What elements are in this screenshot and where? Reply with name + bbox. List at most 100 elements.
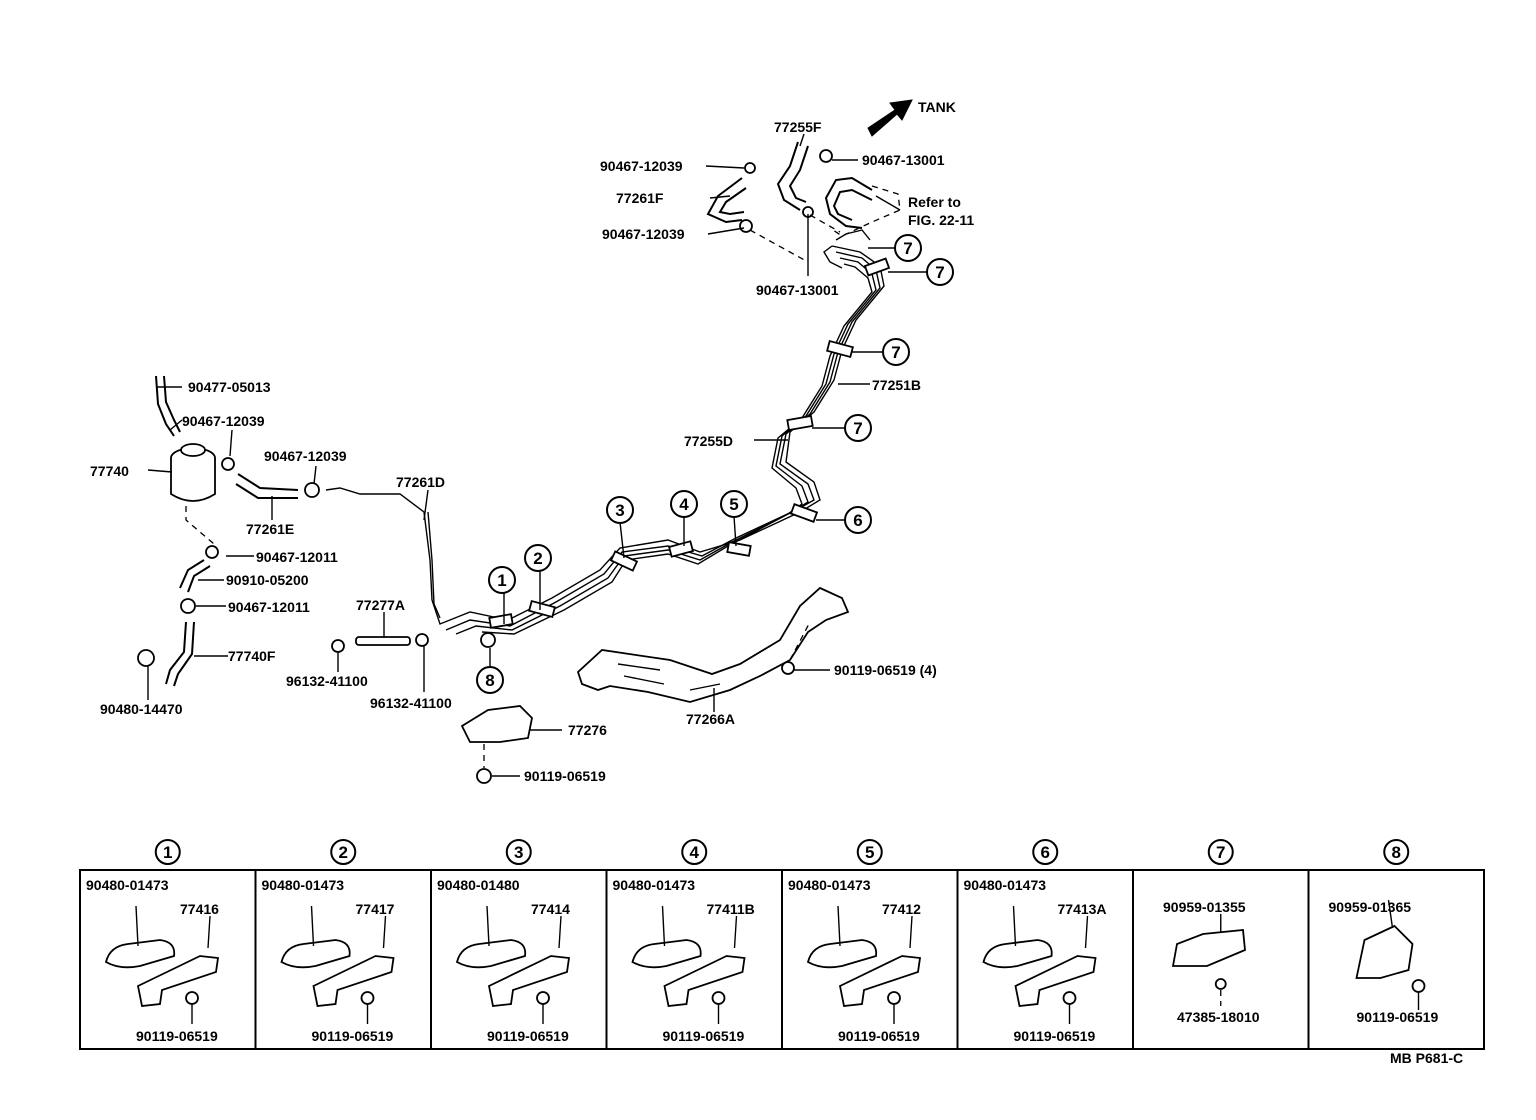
part-label: 90467-12039: [264, 448, 347, 464]
callout-7b: 7: [926, 258, 954, 286]
part-label: 90467-12039: [182, 413, 265, 429]
detail-bracket-label: 77417: [356, 901, 395, 917]
detail-bolt-label: 90119-06519: [487, 1028, 569, 1044]
refer-label-line1: Refer to: [908, 194, 961, 210]
svg-text:7: 7: [903, 239, 912, 258]
part-label: 77740F: [228, 648, 276, 664]
part-label: 77255F: [774, 119, 822, 135]
bolt-shape: [185, 991, 199, 1005]
svg-text:7: 7: [935, 263, 944, 282]
bracket-shape: [136, 955, 220, 1007]
bolt-shape: [1214, 978, 1227, 990]
bracket-shape: [1014, 955, 1097, 1007]
detail-callout-circle: [1207, 839, 1234, 865]
bolt-shape: [1411, 979, 1426, 993]
svg-text:7: 7: [853, 419, 862, 438]
bracket-shape: [838, 955, 922, 1007]
part-label: 96132-41100: [286, 673, 368, 689]
detail-callout-circle: [330, 839, 357, 865]
bolt-shape: [360, 991, 375, 1005]
part-label: 77261E: [246, 521, 294, 537]
callout-5: 5: [720, 490, 748, 518]
detail-bolt-label: 90119-06519: [136, 1028, 218, 1044]
leader-lines: [147, 133, 928, 777]
callout-7c: 7: [882, 338, 910, 366]
svg-text:6: 6: [853, 511, 862, 530]
detail-clip-label: 90480-01473: [613, 877, 696, 893]
part-label: 90119-06519 (4): [834, 662, 937, 678]
part-label: 90477-05013: [188, 379, 271, 395]
svg-text:3: 3: [615, 501, 624, 520]
detail-clip-label: 90480-01473: [86, 877, 169, 893]
diagram-callouts: 7 7 7 7 6 3 4 5 2 1 8: [476, 234, 954, 694]
detail-bolt-label: 90119-06519: [312, 1028, 394, 1044]
detail-clip-label: 90480-01473: [788, 877, 871, 893]
fuel-line-bundle: [325, 229, 885, 635]
part-label: 77261D: [396, 474, 445, 490]
callout-7a: 7: [894, 234, 922, 262]
svg-text:2: 2: [533, 549, 542, 568]
part-label: 90119-06519: [524, 768, 606, 784]
clip-shape: [455, 939, 527, 969]
part-label: 90467-12011: [256, 549, 338, 565]
bolt-shape: [1062, 991, 1077, 1005]
svg-text:8: 8: [485, 671, 494, 690]
detail-callout-number: 6: [1041, 843, 1050, 862]
detail-cell-5: 5 90480-01473 77412 90119-06519: [781, 839, 922, 1049]
refer-label-line2: FIG. 22-11: [908, 212, 974, 228]
detail-table: 190480-014737741690119-06519290480-01473…: [79, 839, 1485, 1050]
part-label: 90467-12039: [602, 226, 685, 242]
callout-6: 6: [844, 506, 872, 534]
callout-3: 3: [606, 496, 634, 524]
bracket-shape: [663, 955, 746, 1007]
part-label: 90467-12011: [228, 599, 310, 615]
detail-bracket-label: 77416: [180, 901, 219, 917]
detail-callout-number: 4: [690, 843, 700, 862]
clip-shape: [1355, 924, 1414, 979]
detail-clip-label: 90480-01473: [262, 877, 345, 893]
detail-callout-circle: [154, 839, 181, 865]
svg-text:1: 1: [497, 571, 506, 590]
detail-bracket-label: 77412: [882, 901, 921, 917]
drawing-code: MB P681-C: [1390, 1050, 1463, 1066]
part-label: 77740: [90, 463, 129, 479]
detail-clip-label: 90959-01355: [1163, 899, 1246, 915]
detail-bolt-label: 90119-06519: [838, 1028, 920, 1044]
protector-brackets: [460, 586, 850, 784]
part-label: 90467-12039: [600, 158, 683, 174]
bolt-shape: [711, 991, 726, 1005]
detail-callout-number: 5: [865, 843, 874, 862]
part-label: 77255D: [684, 433, 733, 449]
bolt-shape: [887, 991, 901, 1005]
part-label: 90467-13001: [862, 152, 945, 168]
clip-shape: [280, 939, 351, 969]
bolt-shape: [536, 991, 550, 1005]
part-label: 77251B: [872, 377, 921, 393]
clip-shape: [1171, 929, 1246, 967]
detail-callout-number: 2: [339, 843, 348, 862]
callout-4: 4: [670, 490, 698, 518]
callout-1: 1: [488, 566, 516, 594]
clip-shape: [104, 939, 176, 969]
detail-bolt-label: 90119-06519: [1357, 1009, 1439, 1025]
line-clamps: [488, 257, 891, 629]
detail-clip-label: 90480-01480: [437, 877, 520, 893]
canister-group: [137, 375, 496, 687]
detail-bolt-label: 90119-06519: [663, 1028, 745, 1044]
part-label: 77266A: [686, 711, 735, 727]
detail-bolt-label: 47385-18010: [1177, 1009, 1260, 1025]
detail-callout-circle: [681, 839, 708, 865]
clip-shape: [631, 939, 702, 969]
bracket-shape: [312, 955, 395, 1007]
clip-shape: [806, 939, 878, 969]
tank-direction-arrow: TANK: [867, 99, 956, 137]
detail-callout-circle: [1383, 839, 1410, 865]
part-label: 90480-14470: [100, 701, 183, 717]
detail-clip-label: 90959-01365: [1329, 899, 1412, 915]
